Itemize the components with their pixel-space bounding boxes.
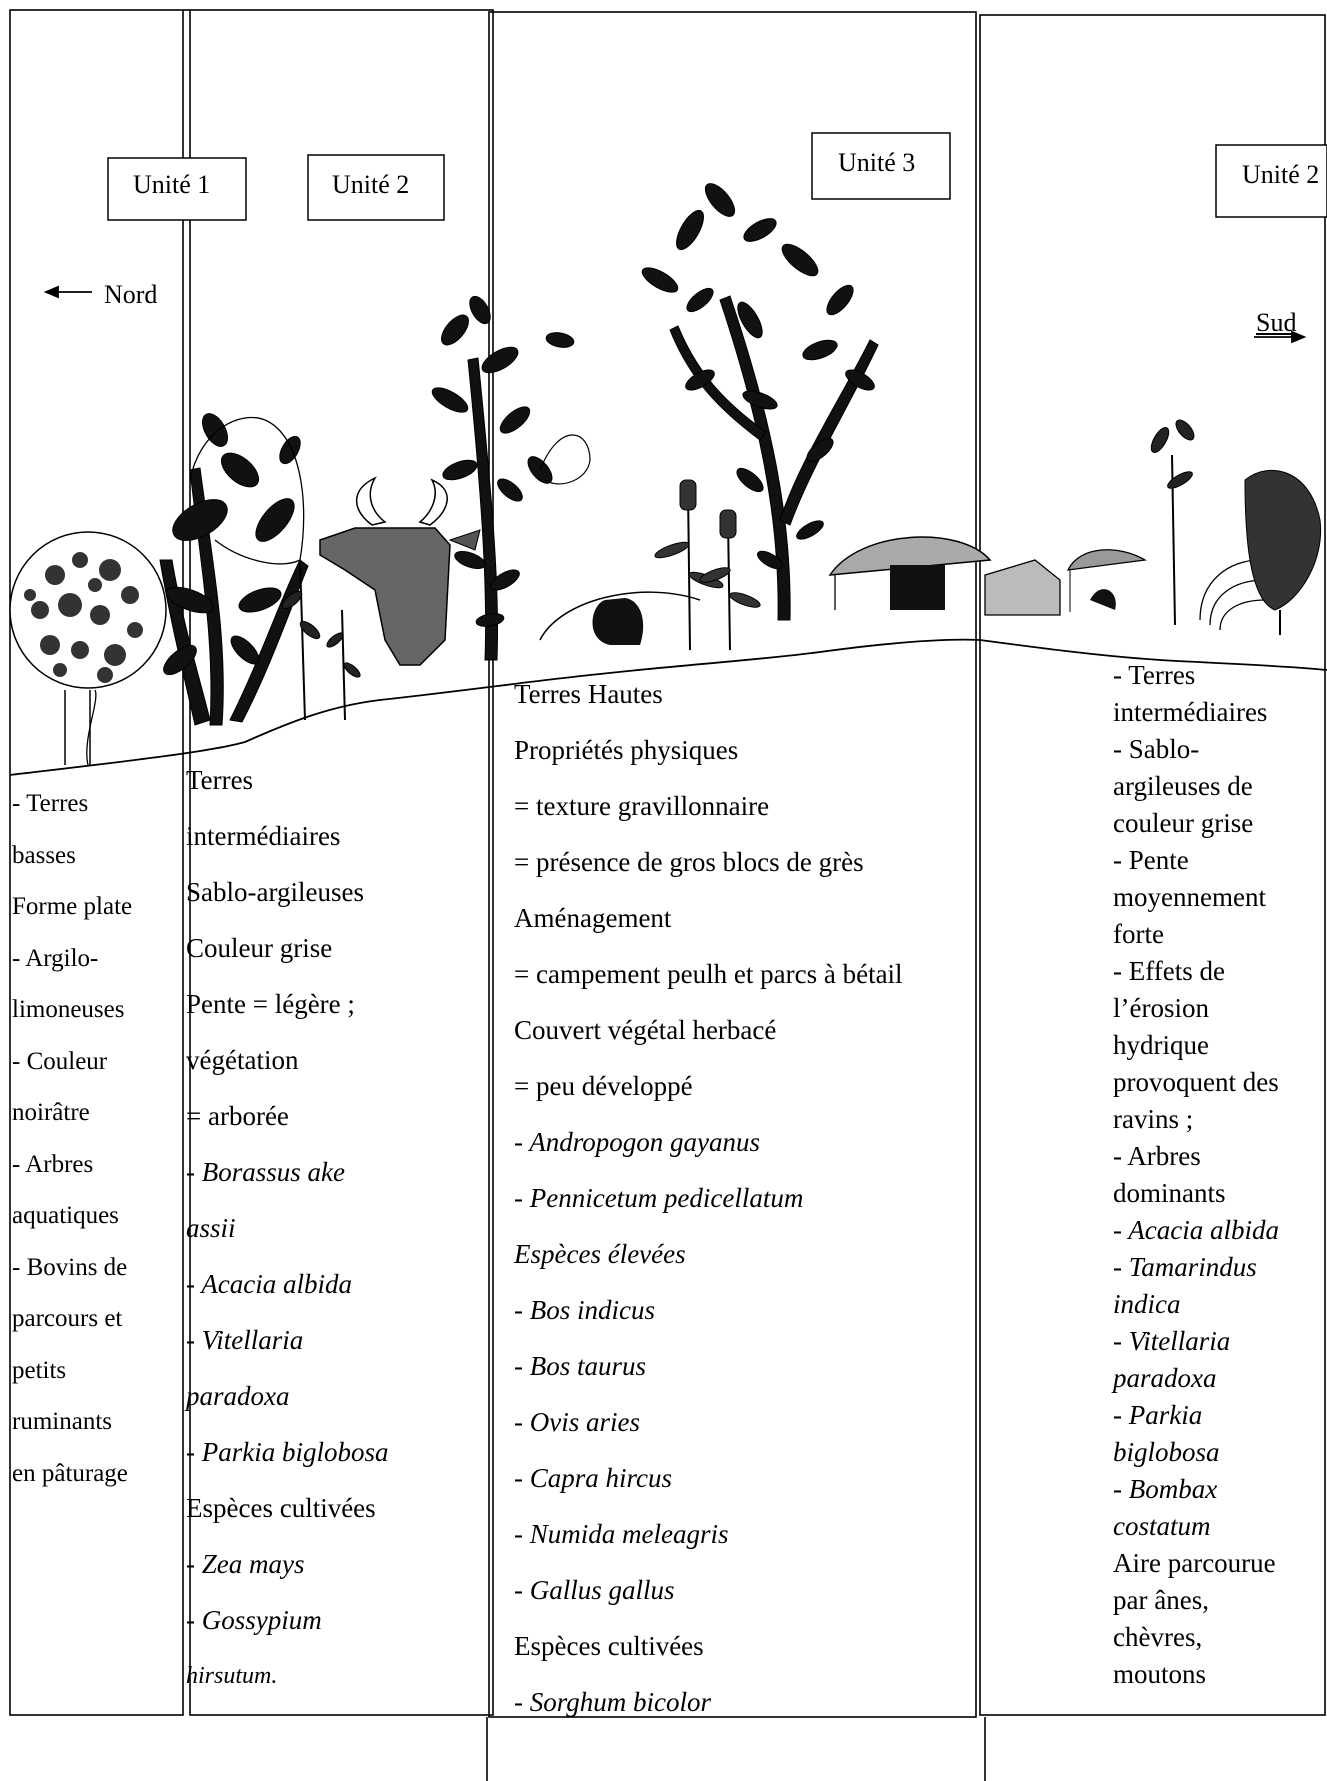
species-line: - Andropogon gayanus <box>514 1114 903 1170</box>
text-line: - Arbres <box>12 1139 132 1191</box>
species-line: - Tamarindus <box>1113 1249 1279 1286</box>
shrub-icon <box>1245 470 1321 635</box>
text-line: - Terres <box>1113 657 1279 694</box>
text-line: hydrique <box>1113 1027 1279 1064</box>
column4-text: - Terres intermédiaires - Sablo- argileu… <box>1113 657 1279 1693</box>
unit2-label: Unité 2 <box>332 170 409 200</box>
column3-text: Terres Hautes Propriétés physiques = tex… <box>514 666 903 1730</box>
text-line: - Effets de <box>1113 953 1279 990</box>
text-line: - Couleur <box>12 1036 132 1088</box>
species-line: - Borassus ake <box>186 1144 389 1200</box>
text-line: ravins ; <box>1113 1101 1279 1138</box>
unit2-right-label: Unité 2 <box>1242 160 1319 190</box>
round-tree-icon <box>10 532 166 765</box>
species-line: - Bos indicus <box>514 1282 903 1338</box>
text-line: intermédiaires <box>186 808 389 864</box>
text-line: = présence de gros blocs de grès <box>514 834 903 890</box>
species-line: assii <box>186 1200 389 1256</box>
species-line: costatum <box>1113 1508 1279 1545</box>
text-line: Espèces élevées <box>514 1226 903 1282</box>
text-line: couleur grise <box>1113 805 1279 842</box>
text-line: - Terres <box>12 778 132 830</box>
text-line: végétation <box>186 1032 389 1088</box>
species-line: paradoxa <box>186 1368 389 1424</box>
text-line: provoquent des <box>1113 1064 1279 1101</box>
text-line: - Bovins de <box>12 1242 132 1294</box>
species-line: - Numida meleagris <box>514 1506 903 1562</box>
species-line: - Gallus gallus <box>514 1562 903 1618</box>
species-line: - Acacia albida <box>186 1256 389 1312</box>
text-line: en pâturage <box>12 1448 132 1500</box>
text-line: chèvres, <box>1113 1619 1279 1656</box>
text-line: - Argilo- <box>12 933 132 985</box>
species-line: - Parkia biglobosa <box>186 1424 389 1480</box>
grey-roof-hut-icon <box>830 537 990 610</box>
text-line: Pente = légère ; <box>186 976 389 1032</box>
text-line: moyennement <box>1113 879 1279 916</box>
text-line: = arborée <box>186 1088 389 1144</box>
species-line: - Vitellaria <box>1113 1323 1279 1360</box>
text-line: Terres Hautes <box>514 666 903 722</box>
text-line: par ânes, <box>1113 1582 1279 1619</box>
text-line: - Arbres <box>1113 1138 1279 1175</box>
species-line: hirsutum. <box>186 1648 389 1704</box>
column2-text: Terres intermédiaires Sablo-argileuses C… <box>186 752 389 1704</box>
species-line: paradoxa <box>1113 1360 1279 1397</box>
species-line: biglobosa <box>1113 1434 1279 1471</box>
text-line: - Pente <box>1113 842 1279 879</box>
text-line: Aménagement <box>514 890 903 946</box>
species-line: - Bombax <box>1113 1471 1279 1508</box>
species-line: indica <box>1113 1286 1279 1323</box>
text-line: l’érosion <box>1113 990 1279 1027</box>
text-line: ruminants <box>12 1396 132 1448</box>
unit3-label: Unité 3 <box>838 148 915 178</box>
north-arrow-icon <box>46 287 92 297</box>
column1-text: - Terres basses Forme plate - Argilo- li… <box>12 778 132 1499</box>
south-label: Sud <box>1256 308 1296 338</box>
cattle-head-icon <box>320 478 480 665</box>
text-line: basses <box>12 830 132 882</box>
text-line: - Sablo- <box>1113 731 1279 768</box>
species-line: - Pennicetum pedicellatum <box>514 1170 903 1226</box>
text-line: Forme plate <box>12 881 132 933</box>
species-line: - Sorghum bicolor <box>514 1674 903 1730</box>
unit1-label: Unité 1 <box>133 170 210 200</box>
text-line: moutons <box>1113 1656 1279 1693</box>
species-line: - Capra hircus <box>514 1450 903 1506</box>
text-line: Couleur grise <box>186 920 389 976</box>
text-line: Espèces cultivées <box>186 1480 389 1536</box>
text-line: = texture gravillonnaire <box>514 778 903 834</box>
species-line: - Gossypium <box>186 1592 389 1648</box>
text-line: dominants <box>1113 1175 1279 1212</box>
text-line: = peu développé <box>514 1058 903 1114</box>
tall-tree-icon <box>429 293 575 660</box>
text-line: argileuses de <box>1113 768 1279 805</box>
text-line: Sablo-argileuses <box>186 864 389 920</box>
text-line: forte <box>1113 916 1279 953</box>
species-line: - Bos taurus <box>514 1338 903 1394</box>
text-line: Propriétés physiques <box>514 722 903 778</box>
text-line: Aire parcourue <box>1113 1545 1279 1582</box>
text-line: limoneuses <box>12 984 132 1036</box>
species-line: - Vitellaria <box>186 1312 389 1368</box>
dark-tree-icon <box>159 409 308 725</box>
species-line: - Ovis aries <box>514 1394 903 1450</box>
text-line: Couvert végétal herbacé <box>514 1002 903 1058</box>
millet-icon <box>653 480 761 650</box>
text-line: Espèces cultivées <box>514 1618 903 1674</box>
hut-icon <box>540 592 700 645</box>
north-label: Nord <box>104 280 157 310</box>
text-line: Terres <box>186 752 389 808</box>
sapling-right-icon <box>1148 417 1198 625</box>
species-line: - Parkia <box>1113 1397 1279 1434</box>
text-line: noirâtre <box>12 1087 132 1139</box>
text-line: = campement peulh et parcs à bétail <box>514 946 903 1002</box>
text-line: aquatiques <box>12 1190 132 1242</box>
text-line: parcours et <box>12 1293 132 1345</box>
species-line: - Acacia albida <box>1113 1212 1279 1249</box>
text-line: petits <box>12 1345 132 1397</box>
text-line: intermédiaires <box>1113 694 1279 731</box>
village-huts-icon <box>985 550 1145 615</box>
species-line: - Zea mays <box>186 1536 389 1592</box>
